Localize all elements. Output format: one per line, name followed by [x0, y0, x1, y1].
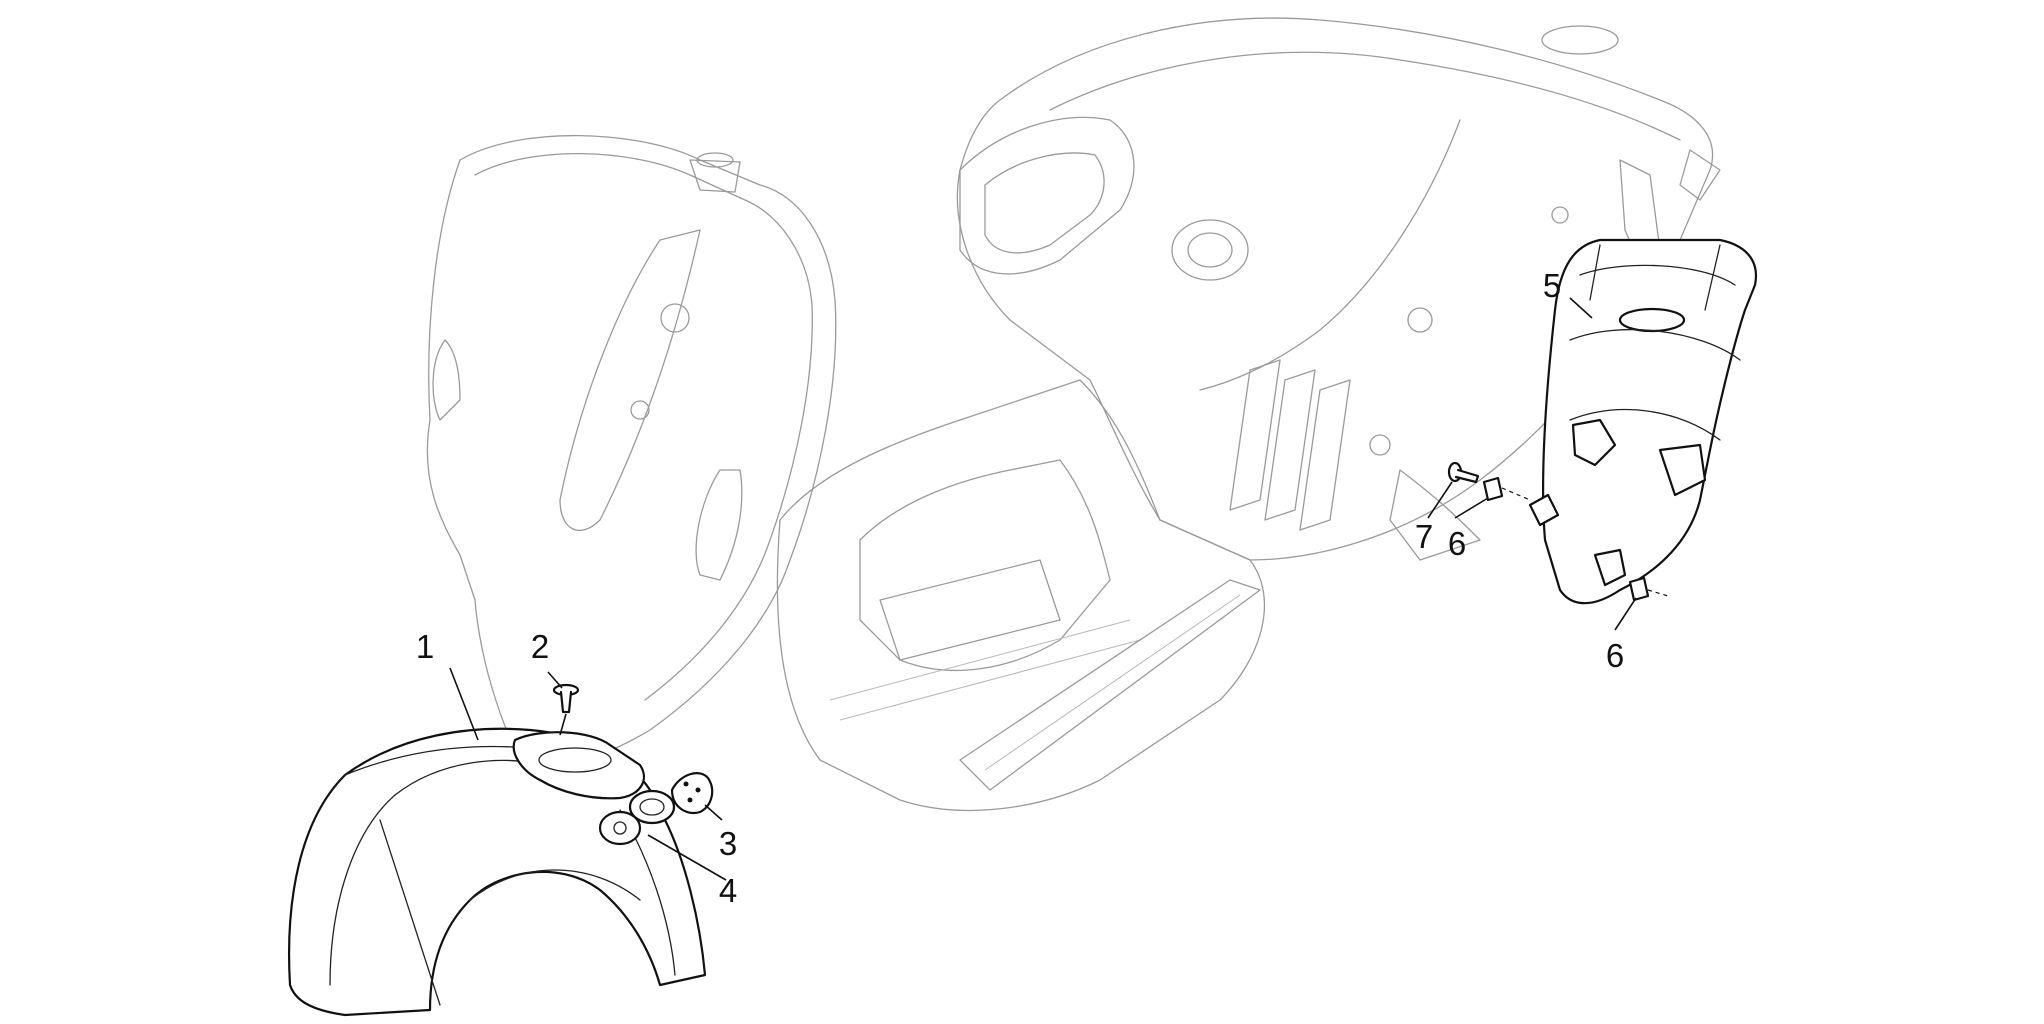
- callout-4: 4: [719, 872, 737, 909]
- callout-1: 1: [416, 628, 434, 665]
- rear-mudguard: [1528, 238, 1758, 605]
- callout-5: 5: [1543, 267, 1561, 304]
- screw-part-7: [1447, 461, 1480, 484]
- callout-7: 7: [1415, 518, 1433, 555]
- clip-nut-6b: [1628, 576, 1650, 602]
- callout-labels: 1 2 3 4 5 6 6 7: [416, 267, 1624, 909]
- clip-nut-6a: [1482, 476, 1504, 502]
- callout-6a: 6: [1448, 525, 1466, 562]
- scooter-body-ghost: [426, 17, 1721, 812]
- screw-part-2: [552, 683, 580, 714]
- callout-2: 2: [531, 628, 549, 665]
- emblem-part-3: [670, 772, 714, 815]
- callout-6b: 6: [1606, 637, 1624, 674]
- front-mudguard: [287, 727, 707, 1017]
- leader-lines: [449, 297, 1669, 881]
- callout-3: 3: [719, 825, 737, 862]
